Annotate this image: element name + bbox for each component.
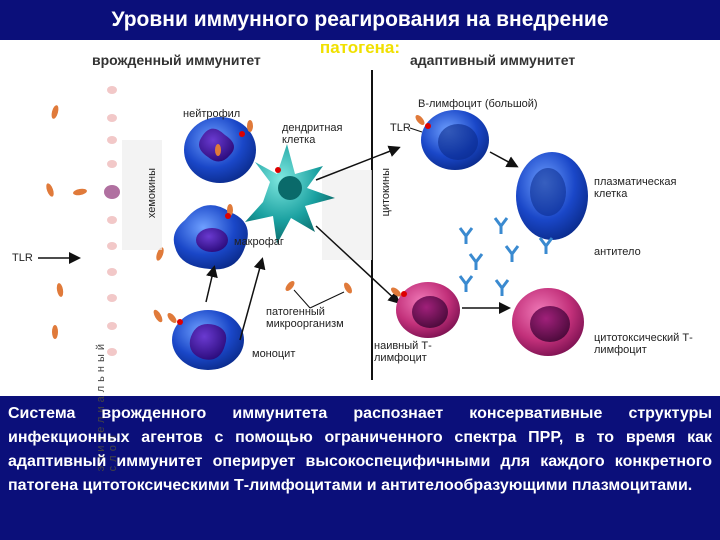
tlr-right-label: TLR — [390, 122, 411, 134]
cytotoxic-t-lymphocyte-cell — [512, 288, 584, 356]
macrophage-label: макрофаг — [234, 236, 284, 248]
dendritic-cell — [245, 144, 335, 244]
slide-title-continuation: патогена: — [319, 38, 401, 57]
macrophage-cell — [173, 204, 248, 270]
b-lymphocyte-cell — [415, 110, 489, 170]
pathogens-left — [46, 105, 164, 339]
adaptive-header: адаптивный иммунитет — [410, 52, 576, 68]
naive-t-lymphocyte-cell — [391, 282, 460, 338]
chemokines-label: хемокины — [146, 168, 158, 219]
cytokines-label: цитокины — [380, 168, 392, 217]
innate-header: врожденный иммунитет — [92, 52, 261, 68]
neutrophil-label: нейтрофил — [183, 108, 241, 120]
epithelial-cells — [104, 86, 120, 356]
cytotoxic-t-label: цитотоксический Т-лимфоцит — [594, 332, 693, 356]
b-lymphocyte-label: B-лимфоцит (большой) — [418, 98, 538, 110]
immune-diagram: врожденный иммунитет адаптивный иммуните… — [0, 40, 720, 471]
arrow-dendritic-tlymph — [315, 225, 401, 305]
antibody-label: антитело — [594, 246, 641, 258]
antibodies — [458, 217, 554, 296]
pathogen-pointer — [293, 289, 311, 309]
diagram-graphics — [38, 70, 588, 380]
chemokine-haze — [122, 140, 162, 250]
plasma-cell — [516, 152, 588, 240]
pathogen-label: патогенный микроорганизм — [266, 306, 344, 330]
caption-text: Система врожденного иммунитета распознае… — [8, 405, 712, 494]
arrow-b-to-plasma — [489, 151, 519, 168]
arrow-monocyte-macrophage — [205, 265, 218, 303]
plasma-cell-label: плазматическая клетка — [594, 176, 677, 200]
title-bar — [0, 0, 720, 40]
monocyte-label: моноцит — [252, 348, 296, 360]
arrow-monocyte-dendritic — [239, 257, 266, 341]
dendritic-cell-label: дендритная клетка — [282, 122, 343, 146]
tlr-left-label: TLR — [12, 252, 33, 264]
cytokine-haze — [322, 170, 372, 260]
neutrophil-cell — [184, 117, 256, 183]
slide-title: Уровни иммунного реагирования на внедрен… — [111, 8, 609, 31]
monocyte-cell — [167, 310, 244, 370]
arrow-dendritic-blymph — [315, 145, 401, 181]
naive-t-label: наивный Т-лимфоцит — [374, 340, 432, 364]
